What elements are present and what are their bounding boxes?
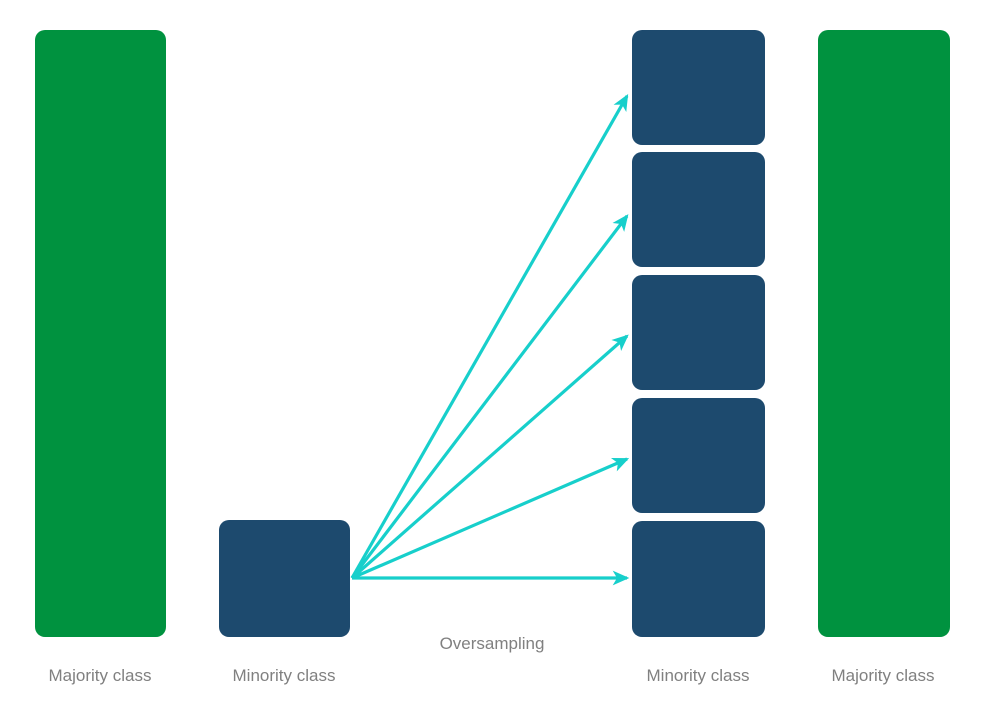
- label-right-minority: Minority class: [646, 666, 750, 685]
- label-left-minority: Minority class: [232, 666, 336, 685]
- block-right-minority-3: [632, 275, 765, 390]
- bar-left-majority: [35, 30, 166, 637]
- arrow-to-block-2: [350, 214, 629, 579]
- label-right-majority: Majority class: [831, 666, 935, 685]
- arrow-to-block-4: [351, 457, 630, 580]
- block-right-minority-1: [632, 30, 765, 145]
- arrow-to-block-1: [350, 93, 629, 579]
- bar-right-majority: [818, 30, 950, 637]
- block-right-minority-2: [632, 152, 765, 267]
- bar-left-minority: [219, 520, 350, 637]
- block-right-minority-5: [632, 521, 765, 637]
- label-oversampling: Oversampling: [439, 634, 545, 653]
- arrow-to-block-3: [350, 334, 629, 580]
- label-left-majority: Majority class: [48, 666, 152, 685]
- block-right-minority-4: [632, 398, 765, 513]
